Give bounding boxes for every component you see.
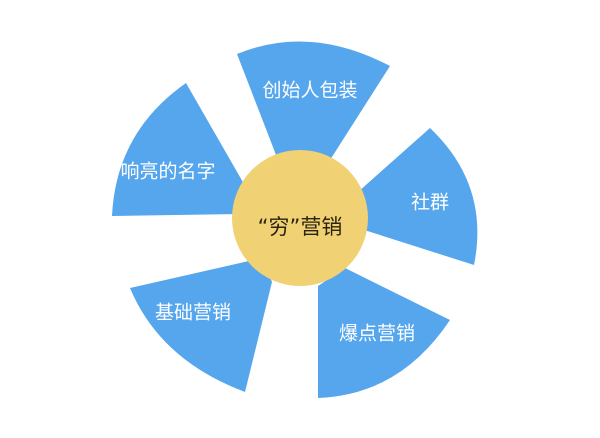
sector-label-top: 创始人包装 [262, 79, 358, 102]
sector-label-bottom-left: 基础营销 [154, 301, 232, 324]
center-label: “穷”营销 [257, 215, 343, 239]
sector-top [237, 41, 390, 160]
sector-bottom-right [318, 268, 450, 398]
sector-label-right: 社群 [410, 191, 450, 214]
sector-label-bottom-right: 爆点营销 [338, 322, 416, 345]
sector-right [358, 128, 478, 265]
center-circle [232, 150, 368, 286]
sector-left [112, 83, 244, 216]
sector-label-left: 响亮的名字 [120, 160, 216, 183]
sector-bottom-left [130, 258, 272, 392]
